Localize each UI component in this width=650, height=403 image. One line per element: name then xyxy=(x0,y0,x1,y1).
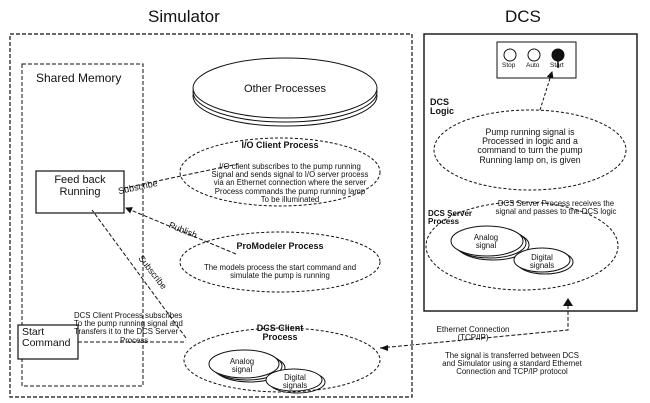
dcs-logic-ellipse xyxy=(433,109,627,191)
stop-lamp-label: Stop xyxy=(502,62,516,69)
promodeler-desc-line: simulate the pump is running xyxy=(230,271,330,281)
dcs-server-desc-line: DCS Server Process receives the xyxy=(497,199,615,208)
dcs-frame xyxy=(423,33,638,312)
start-lamp-label: Start xyxy=(550,62,564,69)
ethernet-label: Ethernet Connection (TCP/IP) xyxy=(436,325,510,343)
dcs-server-desc: DCS Server Process receives the signal a… xyxy=(478,199,634,217)
dcs-server-title: DCS Server Process xyxy=(428,209,473,227)
ethernet-desc-line: and Simulator using a standard Ethernet xyxy=(442,359,582,369)
dcs-client-analog-label: Analog signal xyxy=(229,357,255,375)
other-processes-stack xyxy=(192,57,378,127)
dcs-logic-text-line: Processed in logic and a xyxy=(482,136,578,147)
other-processes-label: Other Processes xyxy=(244,83,326,95)
io-client-desc-line: I/O client subscribes to the pump runnin… xyxy=(219,162,361,171)
dcs-logic-text: Pump running signal is Processed in logi… xyxy=(450,127,610,165)
io-client-desc-line: Process commands the pump running lamp xyxy=(214,186,366,196)
dcs-logic-text-line: command to turn the pump xyxy=(477,145,583,156)
dcs-logic-text-line: Running lamp on, is given xyxy=(479,154,581,165)
simulator-frame xyxy=(9,33,413,398)
shared-memory-label: Shared Memory xyxy=(36,71,122,85)
feedback-running-box xyxy=(35,170,125,214)
io-client-desc-line: Signal and sends signal to I/O server pr… xyxy=(211,170,369,180)
start-command-label: Start Command xyxy=(22,326,71,350)
dcs-logic-label: DCS Logic xyxy=(430,97,454,117)
io-client-desc: I/O client subscribes to the pump runnin… xyxy=(180,162,400,204)
dcs-client-desc-line: Process xyxy=(120,335,149,345)
dcs-server-ellipse xyxy=(425,201,619,291)
ethernet-link xyxy=(379,306,569,349)
subscribe-bottom-arrow xyxy=(91,209,187,339)
dcs-server-digital-label: Digital signals xyxy=(529,253,555,271)
dcs-client-desc-line: Transfers it to the DCS Server xyxy=(74,327,179,337)
ethernet-desc: The signal is transferred between DCS an… xyxy=(412,351,612,377)
io-client-desc-line: via an Ethernet connection where the ser… xyxy=(213,178,367,188)
ethernet-desc-line: The signal is transferred between DCS xyxy=(445,351,579,360)
ethernet-arrowhead-up xyxy=(563,298,573,306)
promodeler-desc-line: The models process the start command and xyxy=(203,263,357,272)
io-client-desc-line: To be illuminated xyxy=(260,194,320,204)
dcs-server-signal-ellipses xyxy=(450,225,574,275)
dcs-client-title: DCS Client Process xyxy=(256,323,304,343)
auto-lamp xyxy=(527,48,541,62)
dcs-client-desc: DCS Client Process subscribes To the pum… xyxy=(74,311,183,345)
dcs-client-signal-ellipses xyxy=(208,349,326,394)
dcs-title: DCS xyxy=(505,7,541,26)
dcs-server-analog-label: Analog signal xyxy=(473,233,499,251)
dcs-client-desc-line: DCS Client Process subscribes xyxy=(74,311,183,320)
stop-lamp xyxy=(503,48,517,62)
publish-arrow xyxy=(125,207,237,255)
io-client-ellipse xyxy=(179,137,381,207)
dcs-client-desc-line: To the pump running signal and xyxy=(74,319,183,329)
io-client-title: I/O Client Process xyxy=(241,140,319,150)
dcs-server-desc-line: signal and passes to the DCS logic xyxy=(495,207,617,217)
dcs-client-ellipse xyxy=(183,327,381,393)
ethernet-desc-line: Connection and TCP/IP protocol xyxy=(456,367,568,377)
dcs-logic-text-line: Pump running signal is xyxy=(485,127,575,137)
simulator-title: Simulator xyxy=(148,7,220,26)
promodeler-title: ProModeler Process xyxy=(236,241,324,251)
shared-memory-box xyxy=(21,63,144,387)
feedback-running-label: Feed back Running xyxy=(54,174,106,198)
logic-to-lamp-arrow xyxy=(539,71,554,111)
promodeler-desc: The models process the start command and… xyxy=(180,263,380,281)
dcs-client-digital-label: Digital signals xyxy=(282,373,308,391)
ethernet-arrowhead-left xyxy=(380,345,388,351)
start-lamp xyxy=(551,48,565,62)
subscribe-top-arrow xyxy=(123,163,239,189)
start-command-box xyxy=(17,324,79,360)
promodeler-ellipse xyxy=(179,231,381,293)
auto-lamp-label: Auto xyxy=(526,62,540,69)
